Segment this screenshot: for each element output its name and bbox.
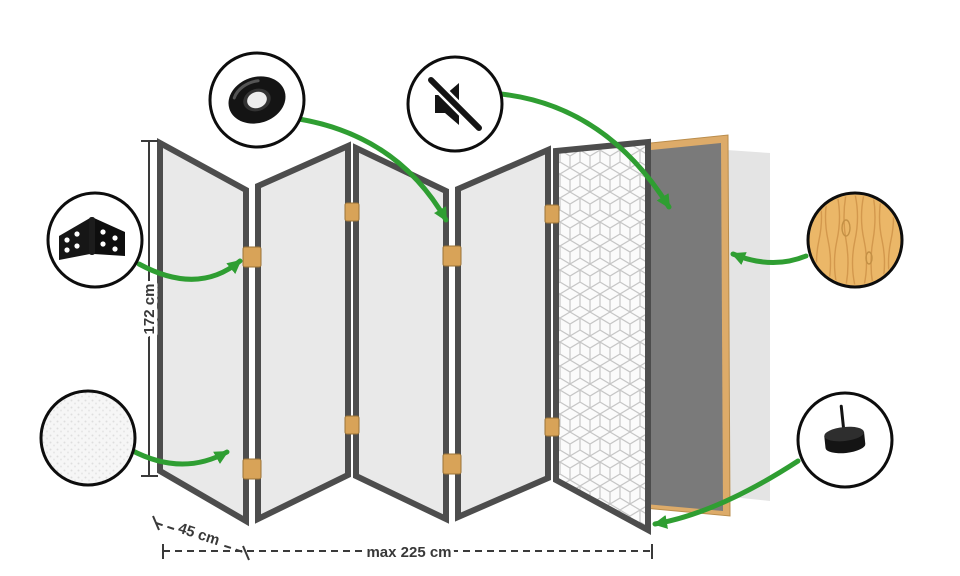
arrow-wood-to-frame xyxy=(730,251,809,266)
wooden-hinge xyxy=(242,246,262,268)
arrow-fleece-to-panel xyxy=(128,447,230,467)
wooden-hinge xyxy=(344,415,360,435)
max-width-dimension-label: max 225 cm xyxy=(366,544,451,561)
height-dimension-label: 172 cm xyxy=(141,284,158,335)
wooden-hinges xyxy=(242,202,560,480)
wooden-hinge xyxy=(544,204,560,224)
arrow-hinge-to-panel xyxy=(136,258,243,282)
panel-3 xyxy=(353,143,449,524)
arrow-mute-to-dark-panel xyxy=(498,91,672,210)
fleece-texture-swatch xyxy=(39,389,137,487)
callout-arrows xyxy=(128,91,809,529)
foot-callout xyxy=(796,391,894,489)
mute-callout xyxy=(406,55,504,153)
arrow-tape-to-hinge xyxy=(296,116,449,223)
arrow-foot-to-base xyxy=(652,458,801,529)
wooden-hinge xyxy=(442,245,462,267)
folding-screen xyxy=(157,134,770,536)
height-dimension xyxy=(141,140,158,477)
fleece-callout xyxy=(39,389,137,487)
panel-5-patterned xyxy=(553,138,651,536)
panel-width-dimension-label: 45 cm xyxy=(176,520,222,549)
wooden-hinge xyxy=(442,453,462,475)
wood-callout xyxy=(806,191,904,289)
panel-4 xyxy=(455,145,551,522)
speaker-mute-icon xyxy=(425,74,485,134)
hinge-icon xyxy=(59,217,125,260)
wooden-hinge xyxy=(242,458,262,480)
panel-2 xyxy=(255,141,351,524)
foot-pin-icon xyxy=(824,404,866,454)
panel-width-dimension xyxy=(152,515,250,561)
dark-panel xyxy=(631,143,723,511)
wooden-hinge xyxy=(344,202,360,222)
tape-icon xyxy=(228,76,286,124)
hinge-callout xyxy=(46,191,144,289)
tape-callout xyxy=(208,51,306,149)
max-width-dimension xyxy=(162,544,653,559)
panel-1 xyxy=(157,137,249,527)
wood-grain xyxy=(815,195,895,285)
wooden-hinge xyxy=(544,417,560,437)
